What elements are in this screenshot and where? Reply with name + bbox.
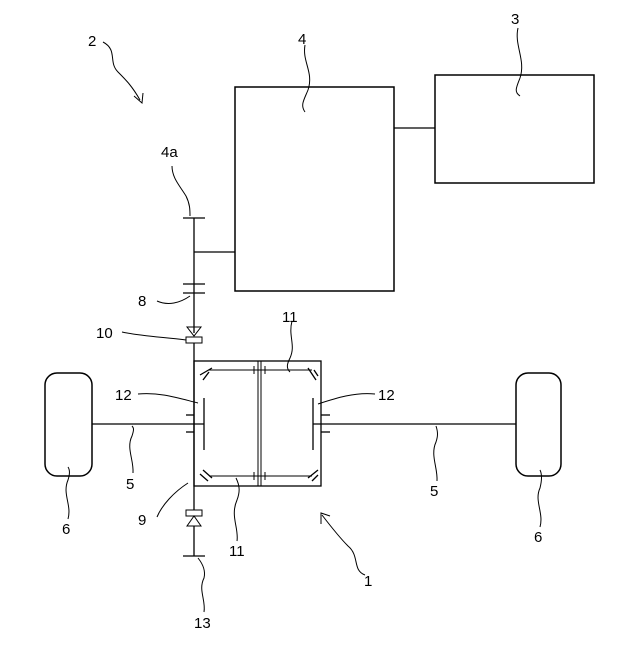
leader-5-right bbox=[434, 426, 438, 481]
block-4 bbox=[235, 87, 394, 291]
leader-1-arrow bbox=[321, 513, 330, 524]
label-5-left: 5 bbox=[126, 476, 134, 493]
leader-12-right bbox=[318, 394, 375, 404]
leader-12-left bbox=[138, 394, 198, 403]
label-3: 3 bbox=[511, 11, 519, 28]
leader-6-right bbox=[538, 470, 541, 527]
one-way-clutch-13 bbox=[187, 516, 201, 526]
leader-9 bbox=[157, 483, 188, 517]
label-5-right: 5 bbox=[430, 483, 438, 500]
bevel-gear-tr bbox=[314, 370, 318, 376]
label-10: 10 bbox=[96, 325, 113, 342]
label-11-top: 11 bbox=[282, 309, 298, 326]
leader-8 bbox=[157, 296, 190, 303]
clutch-13-body bbox=[186, 510, 202, 516]
leader-10 bbox=[122, 332, 186, 340]
label-13: 13 bbox=[194, 615, 211, 632]
label-6-left: 6 bbox=[62, 521, 70, 538]
label-12-right: 12 bbox=[378, 387, 395, 404]
label-2: 2 bbox=[88, 33, 96, 50]
leader-13 bbox=[198, 558, 205, 612]
leader-1 bbox=[322, 515, 365, 575]
wheel-6-right bbox=[516, 373, 561, 476]
label-8: 8 bbox=[138, 293, 146, 310]
leader-2 bbox=[103, 42, 140, 100]
bevel-gear-bl-b bbox=[200, 474, 208, 481]
label-11-bottom: 11 bbox=[229, 543, 245, 560]
leader-11-bottom bbox=[234, 478, 239, 541]
bevel-gear-br-b bbox=[312, 475, 318, 481]
wheel-6-left bbox=[45, 373, 92, 476]
bevel-gear-bl bbox=[203, 470, 212, 478]
label-12-left: 12 bbox=[115, 387, 132, 404]
block-3 bbox=[435, 75, 594, 183]
label-4: 4 bbox=[298, 31, 306, 48]
label-9: 9 bbox=[138, 512, 146, 529]
label-1: 1 bbox=[364, 573, 372, 590]
leader-4a bbox=[172, 166, 190, 216]
label-4a: 4a bbox=[161, 144, 178, 161]
clutch-10-body bbox=[186, 337, 202, 343]
leader-11-top bbox=[287, 321, 292, 372]
bevel-gear-tl bbox=[200, 368, 212, 375]
label-6-right: 6 bbox=[534, 529, 542, 546]
leader-5-left bbox=[130, 426, 134, 473]
